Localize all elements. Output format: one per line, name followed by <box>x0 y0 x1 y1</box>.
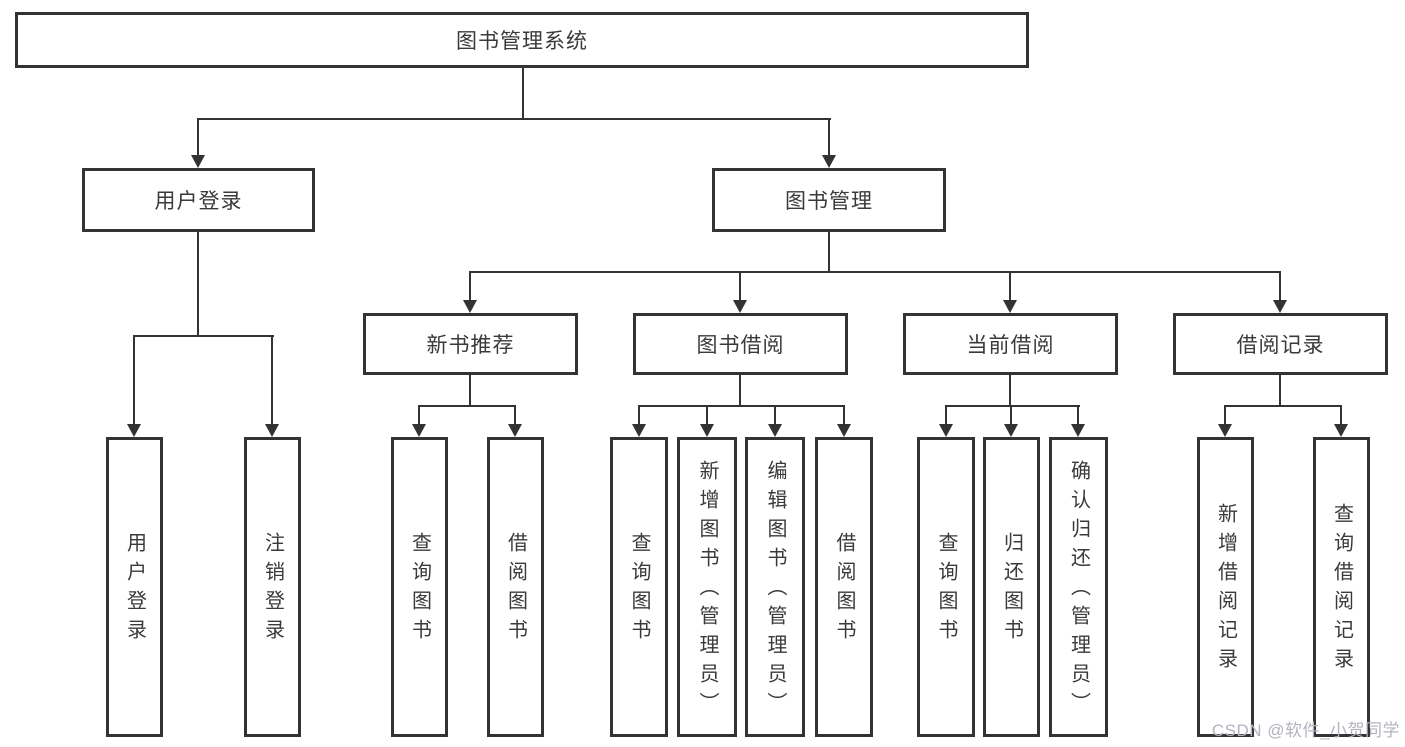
arrowhead-borrowing-records <box>1273 300 1287 313</box>
node-label: 查询图书 <box>935 532 957 648</box>
connector-arm-book-borrowing <box>739 271 741 302</box>
connector-arm-borrow-books-2 <box>843 405 845 425</box>
node-current-borrowing: 当前借阅 <box>903 313 1118 375</box>
arrowhead-leaf-logout <box>265 424 279 437</box>
leaf-add-books-admin: 新增图书（管理员） <box>677 437 737 737</box>
arrowhead-edit-books <box>768 424 782 437</box>
connector-arm-new-book <box>469 271 471 302</box>
arrowhead-borrow-books-1 <box>508 424 522 437</box>
connector-current-borrowing-bar <box>945 405 1080 407</box>
node-label: 借阅记录 <box>1236 334 1325 357</box>
connector-book-borrowing-bar <box>638 405 844 407</box>
csdn-watermark: CSDN @软件_小贺同学 <box>1211 721 1400 740</box>
leaf-borrow-books-borrowing: 借阅图书 <box>815 437 873 737</box>
node-label: 新书推荐 <box>426 334 515 357</box>
connector-user-login-stub <box>197 232 199 337</box>
connector-arm-add-books <box>706 405 708 425</box>
connector-borrowing-records-stub <box>1279 375 1281 407</box>
connector-root-stub <box>522 68 524 120</box>
node-label: 图书管理 <box>785 190 873 213</box>
arrowhead-query-record <box>1334 424 1348 437</box>
node-label: 编辑图书（管理员） <box>764 459 786 721</box>
arrowhead-current-borrowing <box>1003 300 1017 313</box>
connector-arm-leaf-user-login <box>133 335 135 425</box>
node-label: 用户登录 <box>123 532 146 648</box>
leaf-user-login: 用户登录 <box>106 437 163 737</box>
arrowhead-add-books <box>700 424 714 437</box>
arrowhead-confirm-return <box>1071 424 1085 437</box>
node-label: 注销登录 <box>261 532 284 648</box>
leaf-add-borrow-record: 新增借阅记录 <box>1197 437 1254 737</box>
connector-book-mgmt-stub <box>828 232 830 273</box>
arrowhead-add-record <box>1218 424 1232 437</box>
leaf-query-books-borrowing: 查询图书 <box>610 437 668 737</box>
node-label: 图书借阅 <box>696 334 785 357</box>
arrowhead-book-borrowing <box>733 300 747 313</box>
arrowhead-query-books-3 <box>939 424 953 437</box>
node-book-borrowing: 图书借阅 <box>633 313 848 375</box>
node-borrowing-records: 借阅记录 <box>1173 313 1388 375</box>
connector-arm-confirm-return <box>1077 405 1079 425</box>
connector-new-book-bar <box>418 405 516 407</box>
connector-arm-add-record <box>1224 405 1226 425</box>
connector-arm-borrow-books-1 <box>514 405 516 425</box>
leaf-borrow-books-recommend: 借阅图书 <box>487 437 544 737</box>
connector-arm-current-borrowing <box>1009 271 1011 302</box>
node-label: 借阅图书 <box>504 532 527 648</box>
arrowhead-new-book <box>463 300 477 313</box>
node-root-library-system: 图书管理系统 <box>15 12 1029 68</box>
connector-arm-borrowing-records <box>1279 271 1281 302</box>
arrowhead-book-management <box>822 155 836 168</box>
node-label: 用户登录 <box>154 190 243 213</box>
leaf-logout: 注销登录 <box>244 437 301 737</box>
leaf-edit-books-admin: 编辑图书（管理员） <box>745 437 805 737</box>
connector-current-borrowing-stub <box>1009 375 1011 407</box>
connector-user-login-bar <box>134 335 274 337</box>
node-label: 查询借阅记录 <box>1330 503 1353 677</box>
connector-arm-edit-books <box>774 405 776 425</box>
connector-arm-user-login <box>197 118 199 156</box>
node-label: 借阅图书 <box>833 532 855 648</box>
leaf-query-books-recommend: 查询图书 <box>391 437 448 737</box>
leaf-confirm-return-admin: 确认归还（管理员） <box>1049 437 1108 737</box>
node-new-book-recommend: 新书推荐 <box>363 313 578 375</box>
arrowhead-user-login <box>191 155 205 168</box>
connector-arm-query-books-1 <box>418 405 420 425</box>
leaf-return-books: 归还图书 <box>983 437 1040 737</box>
connector-book-borrowing-stub <box>739 375 741 407</box>
node-label: 查询图书 <box>408 532 431 648</box>
node-label: 归还图书 <box>1000 532 1023 648</box>
connector-arm-query-books-3 <box>945 405 947 425</box>
node-label: 当前借阅 <box>966 334 1055 357</box>
arrowhead-leaf-user-login <box>127 424 141 437</box>
node-book-management: 图书管理 <box>712 168 946 232</box>
connector-arm-leaf-logout <box>271 335 273 425</box>
arrowhead-return-books <box>1004 424 1018 437</box>
connector-arm-query-books-2 <box>638 405 640 425</box>
connector-borrowing-records-bar <box>1225 405 1342 407</box>
connector-arm-book-management <box>828 118 830 156</box>
connector-book-mgmt-bar <box>470 271 1281 273</box>
node-label: 新增图书（管理员） <box>696 459 718 721</box>
leaf-query-borrow-record: 查询借阅记录 <box>1313 437 1370 737</box>
node-label: 查询图书 <box>628 532 650 648</box>
node-user-login: 用户登录 <box>82 168 315 232</box>
node-label: 确认归还（管理员） <box>1067 459 1090 721</box>
arrowhead-query-books-2 <box>632 424 646 437</box>
arrowhead-query-books-1 <box>412 424 426 437</box>
connector-new-book-stub <box>469 375 471 407</box>
arrowhead-borrow-books-2 <box>837 424 851 437</box>
connector-arm-return-books <box>1010 405 1012 425</box>
node-label: 新增借阅记录 <box>1214 503 1237 677</box>
leaf-query-books-current: 查询图书 <box>917 437 975 737</box>
connector-arm-query-record <box>1340 405 1342 425</box>
node-label: 图书管理系统 <box>456 30 588 53</box>
connector-root-bar <box>197 118 831 120</box>
